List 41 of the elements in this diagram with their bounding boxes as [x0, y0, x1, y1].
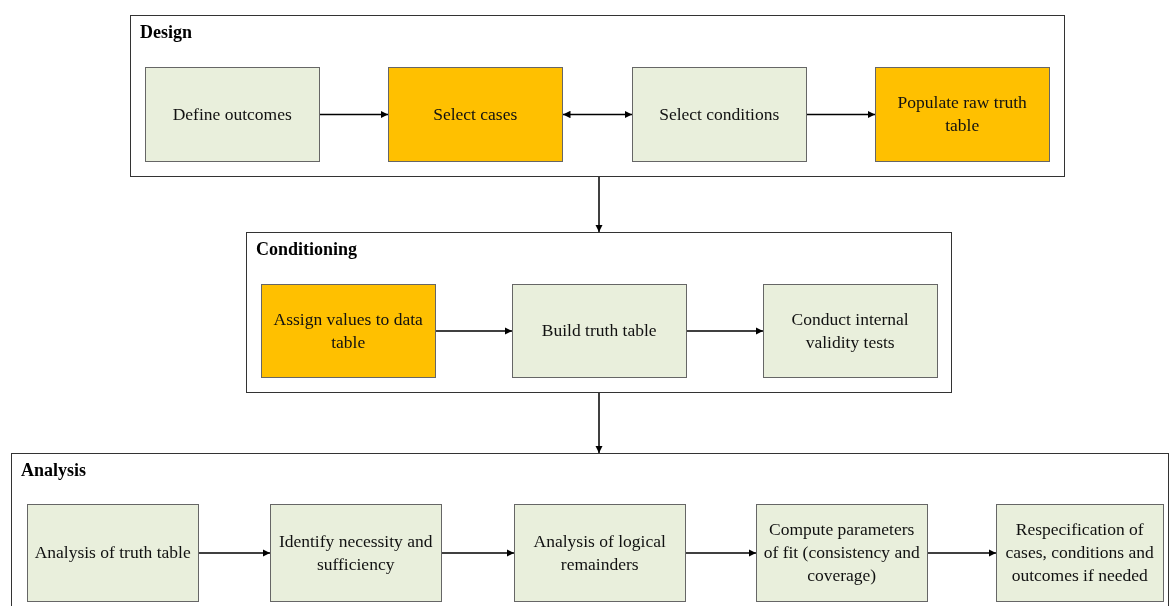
process-box: [995, 503, 1164, 602]
arrow: [686, 327, 764, 335]
process-label: Define outcomes: [172, 102, 292, 126]
process-label: Assign values to data table: [272, 307, 424, 354]
arrow: [562, 110, 633, 119]
arrow: [435, 327, 513, 335]
process-box: [144, 66, 320, 162]
arrow: [319, 110, 389, 119]
process-box: [874, 66, 1050, 162]
process-label: Build truth table: [541, 319, 657, 343]
stage-heading: Conditioning: [256, 239, 358, 260]
stage-heading: Analysis: [21, 460, 87, 481]
process-box: [269, 503, 442, 602]
process-box: [387, 66, 563, 162]
process-label: Select conditions: [659, 102, 780, 126]
stage-panel: [11, 453, 1169, 606]
process-label: Analysis of logical remainders: [532, 529, 667, 576]
arrow: [685, 549, 757, 557]
process-box: [762, 283, 938, 378]
arrow: [441, 549, 515, 557]
process-label: Identify necessity and sufficiency: [277, 529, 434, 576]
process-box: [631, 66, 807, 162]
arrow: [198, 549, 271, 557]
arrow: [595, 176, 603, 233]
process-box: [260, 283, 436, 378]
arrow: [806, 110, 876, 119]
arrow: [595, 392, 603, 454]
process-label: Respecification of cases, conditions and outcomes if needed: [1004, 518, 1155, 588]
process-label: Select cases: [433, 102, 518, 126]
stage-panel: [130, 15, 1065, 177]
stage-heading: Design: [140, 22, 192, 43]
process-label: Analysis of truth table: [34, 541, 191, 565]
process-box: [513, 503, 686, 602]
process-label: Populate raw truth table: [896, 91, 1028, 138]
stage-panel: [246, 232, 952, 393]
process-label: Conduct internal validity tests: [790, 307, 910, 354]
arrow: [927, 549, 997, 557]
process-box: [755, 503, 928, 602]
process-box: [511, 283, 687, 378]
process-box: [26, 503, 199, 602]
process-label: Compute parameters of fit (consistency and coverage): [762, 518, 921, 588]
